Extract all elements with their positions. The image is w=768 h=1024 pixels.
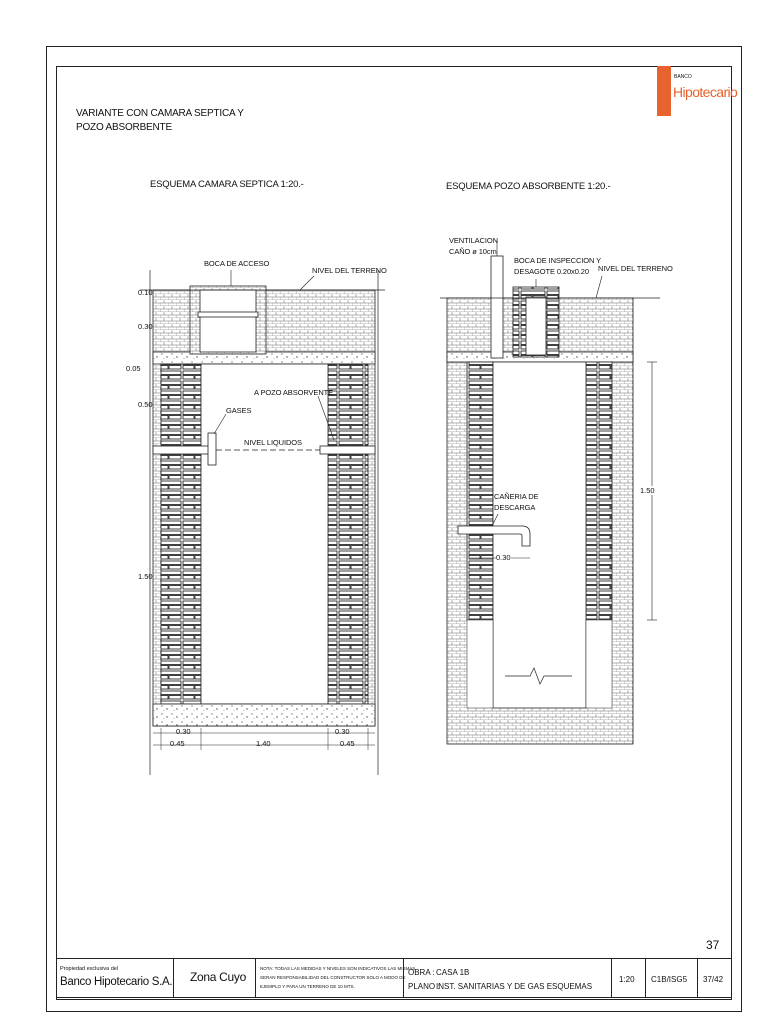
- tb-divider: [255, 959, 256, 997]
- dim-bottom-0-30-right: 0.30: [335, 727, 350, 736]
- nivel-terreno-label-septic: NIVEL DEL TERRENO: [312, 266, 387, 275]
- nota-line-3: EJEMPLO Y PARA UN TERRENO DE 10 MTS.: [260, 984, 355, 989]
- logo-name: Hipotecario: [673, 84, 738, 100]
- title-block: [56, 958, 732, 998]
- nota-line-1: NOTA: TODAS LAS MEDIDAS Y NIVELES SON IN…: [260, 966, 416, 971]
- zona-label: Zona Cuyo: [190, 970, 246, 984]
- dim-bottom-0-45-right: 0.45: [340, 739, 355, 748]
- tb-divider: [697, 959, 698, 997]
- page-number: 37: [706, 938, 720, 952]
- dim-0-05: 0.05: [126, 364, 141, 373]
- prop-label: Propiedad exclusiva del: [60, 966, 119, 972]
- tb-divider: [173, 959, 174, 997]
- dim-well-1-50: 1.50: [640, 486, 655, 495]
- septic-diagram: [140, 270, 385, 775]
- logo-mark: [657, 66, 671, 116]
- dim-bottom-1-40: 1.40: [256, 739, 271, 748]
- septic-section-title: ESQUEMA CAMARA SEPTICA 1:20.-: [150, 179, 304, 190]
- ventilacion-label: VENTILACION: [449, 236, 498, 245]
- tb-divider: [645, 959, 646, 997]
- obra-label: OBRA :: [408, 968, 435, 977]
- scale-value: 1:20: [619, 975, 635, 984]
- boca-acceso-label: BOCA DE ACCESO: [204, 259, 270, 268]
- dim-1-50: 1.50: [138, 572, 153, 581]
- sheet-value: 37/42: [703, 975, 724, 984]
- a-pozo-label: A POZO ABSORVENTE: [254, 388, 334, 397]
- nivel-terreno-label-well: NIVEL DEL TERRENO: [598, 264, 673, 273]
- dim-0-30: 0.30: [138, 322, 153, 331]
- plano-value: INST. SANITARIAS Y DE GAS ESQUEMAS: [436, 982, 593, 991]
- cano-label: CAÑO ø 10cm: [449, 247, 497, 256]
- plano-label: PLANO :: [408, 982, 440, 991]
- dim-bottom-0-45-left: 0.45: [170, 739, 185, 748]
- tb-divider: [403, 959, 404, 997]
- descarga-label: DESCARGA: [494, 503, 536, 512]
- tb-divider: [611, 959, 612, 997]
- nivel-liquidos-label: NIVEL LIQUIDOS: [244, 438, 302, 447]
- obra-value: CASA 1B: [436, 968, 470, 977]
- boca-inspeccion-label: BOCA DE INSPECCION Y: [514, 256, 602, 265]
- desagote-label: DESAGOTE 0.20x0.20: [514, 267, 589, 276]
- title-line-2: POZO ABSORBENTE: [76, 122, 172, 133]
- dim-0-10: 0.10: [138, 288, 153, 297]
- drawing-sheet: [46, 46, 742, 1012]
- code-value: C1B/ISG5: [651, 975, 688, 984]
- logo-bank-label: BANCO: [674, 74, 692, 80]
- drawing-frame: [56, 66, 732, 1000]
- dim-0-50: 0.50: [138, 400, 153, 409]
- dim-bottom-0-30-left: 0.30: [176, 727, 191, 736]
- well-diagram: [440, 240, 660, 745]
- nota-line-2: SERAN RESPONSABILIDAD DEL CONSTRUCTOR SO…: [260, 975, 406, 980]
- prop-name: Banco Hipotecario S.A.: [60, 976, 173, 988]
- gases-label: GASES: [226, 406, 252, 415]
- well-section-title: ESQUEMA POZO ABSORBENTE 1:20.-: [446, 181, 611, 192]
- dim-well-0-30: 0.30: [496, 553, 511, 562]
- caneria-label: CAÑERIA DE: [494, 492, 539, 501]
- title-line-1: VARIANTE CON CAMARA SEPTICA Y: [76, 108, 244, 119]
